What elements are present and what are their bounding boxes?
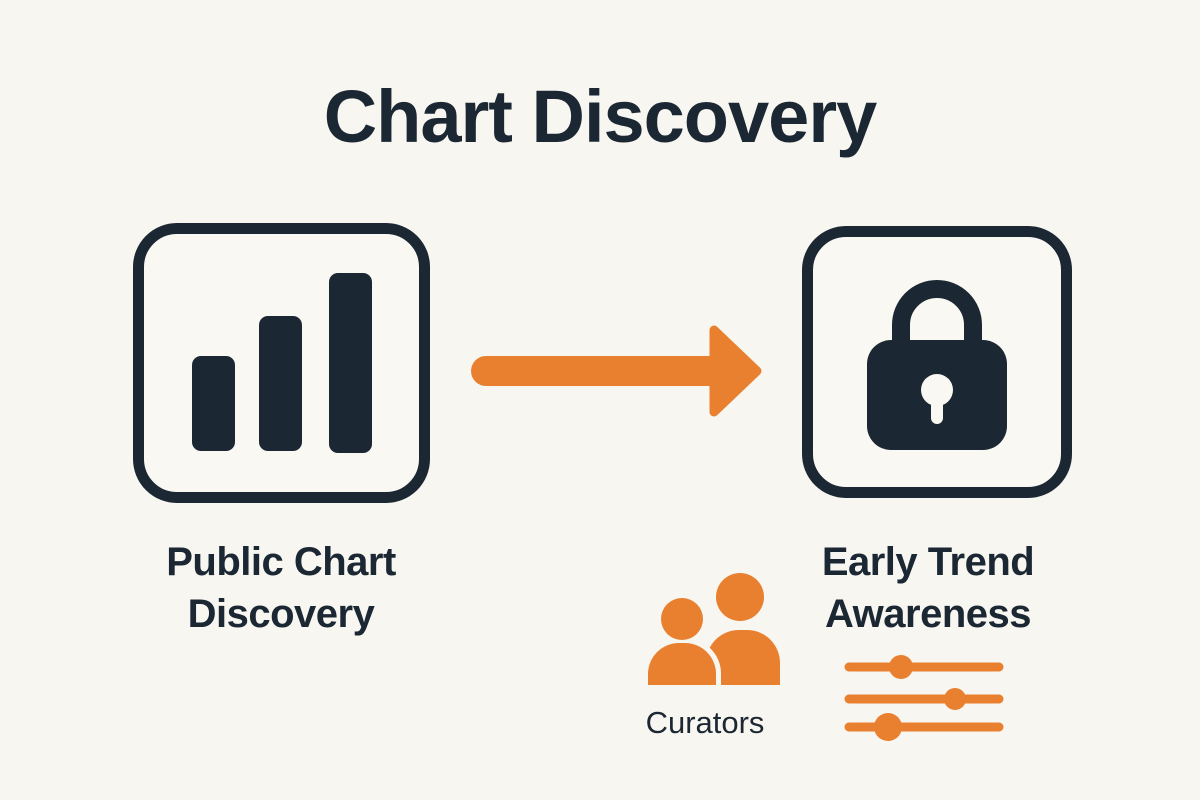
- target-label-line-2: Awareness: [824, 592, 1032, 636]
- target-node-label: Early Trend Awareness: [728, 536, 1128, 640]
- people-icon: [648, 573, 780, 685]
- page-title: Chart Discovery: [323, 75, 878, 158]
- source-label-line-1: Public Chart: [166, 540, 396, 584]
- bar-chart-icon: [191, 273, 372, 453]
- curators-label: Curators: [645, 705, 765, 740]
- source-node-label: Public Chart Discovery: [81, 536, 481, 640]
- target-node-card: [802, 226, 1072, 498]
- source-node-card: [133, 223, 430, 503]
- source-label-line-2: Discovery: [187, 592, 375, 636]
- target-label-line-1: Early Trend: [821, 540, 1035, 584]
- sliders-icon: [844, 655, 1004, 741]
- lock-icon: [867, 280, 1007, 450]
- arrow-right-icon: [471, 325, 762, 417]
